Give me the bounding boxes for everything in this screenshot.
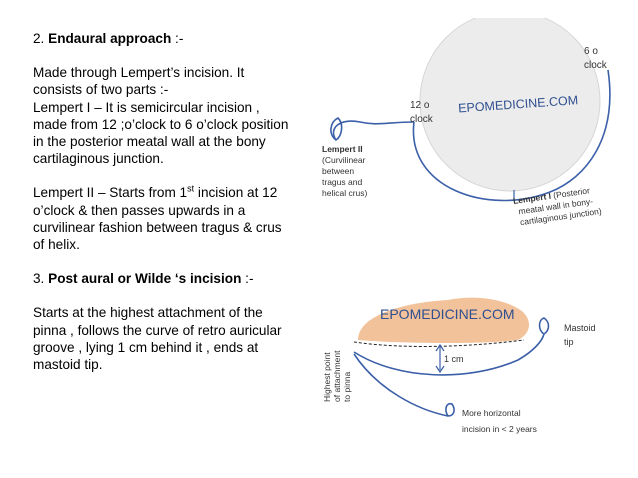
- text-line: curvilinear fashion between tragus & cru…: [33, 219, 282, 235]
- horizontal-incision-tip: [445, 402, 455, 417]
- arrow-head-down: [435, 365, 445, 374]
- superscript: st: [187, 183, 195, 194]
- spacer: [33, 287, 318, 304]
- text-line: Starts at the highest attachment of the: [33, 305, 263, 321]
- lempert-incision-figure: EPOMEDICINE.COM 6 o clock 12 o clock Lem…: [322, 18, 611, 227]
- text-line: made from 12 ;o’clock to 6 o’clock posit…: [33, 116, 289, 132]
- lempert-2-desc: tragus and: [322, 177, 362, 187]
- heading-text: Endaural approach: [48, 31, 172, 46]
- section-number: 2.: [33, 31, 49, 46]
- wilde-incision-figure: EPOMEDICINE.COM 1 cm Mastoid tip Highest…: [322, 297, 596, 434]
- spacer: [33, 167, 318, 184]
- label-6-oclock: 6 o: [584, 46, 598, 57]
- text-fragment: Lempert II – Starts from 1: [33, 185, 188, 201]
- text-line: in the posterior meatal wall at the bony: [33, 134, 266, 150]
- heading-suffix: :-: [241, 271, 254, 287]
- vertical-label-line: of attachment: [332, 350, 342, 402]
- text-line: of helix.: [33, 237, 80, 253]
- heading-text: Post aural or Wilde ‘s incision: [48, 271, 242, 287]
- text-line: Lempert I – It is semicircular incision …: [33, 99, 260, 115]
- pinna-shape: [358, 297, 530, 343]
- spacer: [33, 47, 318, 64]
- text-line: Made through Lempert’s incision. It: [33, 65, 245, 81]
- wilde-incision-line: [353, 333, 545, 376]
- heading-suffix: :-: [171, 31, 184, 46]
- text-column: 2. Endaural approach :- Made through Lem…: [33, 30, 318, 373]
- lempert-2-tip: [330, 117, 343, 141]
- lempert-2-incision-line: [332, 120, 415, 141]
- horizontal-incision-line: [353, 353, 449, 417]
- lempert-2-desc: between: [322, 166, 354, 176]
- text-line: consists of two parts :-: [33, 82, 169, 98]
- spacer: [33, 253, 318, 270]
- horizontal-label: More horizontal: [462, 408, 521, 418]
- vertical-label-line: to pinna: [342, 371, 352, 402]
- text-line: pinna , follows the curve of retro auric…: [33, 322, 282, 338]
- vertical-label: Highest point of attachment to pinna: [322, 350, 352, 402]
- meatus-circle: [419, 18, 601, 192]
- watermark: EPOMEDICINE.COM: [380, 306, 515, 322]
- label-6-oclock: clock: [584, 60, 608, 71]
- mastoid-tip-mark: [538, 317, 550, 335]
- one-cm-label: 1 cm: [444, 354, 464, 364]
- mastoid-label: tip: [564, 337, 574, 347]
- mastoid-label: Mastoid: [564, 323, 596, 333]
- lempert-1-incision-line: [412, 69, 611, 202]
- text-line: Lempert II – Starts from 1st incision at…: [33, 184, 318, 201]
- text-line: o’clock & then passes upwards in a: [33, 202, 246, 218]
- section-number: 3.: [33, 271, 49, 287]
- label-12-oclock: 12 o: [410, 100, 430, 111]
- vertical-label-line: Highest point: [322, 352, 332, 402]
- lempert-2-desc: (Curvilinear: [322, 155, 366, 165]
- text-fragment: incision at 12: [194, 185, 278, 201]
- text-line: groove , lying 1 cm behind it , ends at: [33, 339, 259, 355]
- section-3-heading: 3. Post aural or Wilde ‘s incision :-: [33, 270, 318, 287]
- lempert-2-desc: helical crus): [322, 188, 368, 198]
- attachment-line: [353, 339, 525, 347]
- section-2-heading: 2. Endaural approach :-: [33, 30, 318, 47]
- text-line: mastoid tip.: [33, 357, 103, 373]
- text-line: cartilaginous junction.: [33, 151, 164, 167]
- arrow-head-up: [435, 343, 445, 352]
- lempert-2-title: Lempert II: [322, 144, 363, 154]
- lempert-1-label: Lempert I (Posterior meatal wall in bony…: [512, 185, 602, 227]
- horizontal-label: incision in < 2 years: [462, 424, 537, 434]
- label-12-oclock: clock: [410, 114, 434, 125]
